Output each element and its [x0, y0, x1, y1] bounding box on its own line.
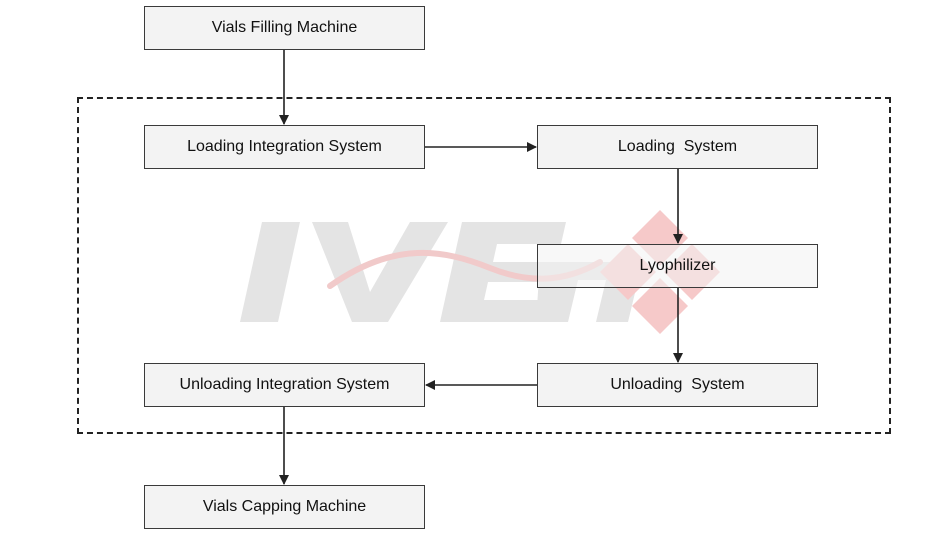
node-loading-system: Loading System	[537, 125, 818, 169]
node-vials-capping-machine: Vials Capping Machine	[144, 485, 425, 529]
node-vials-filling-machine: Vials Filling Machine	[144, 6, 425, 50]
node-unloading-integration-system: Unloading Integration System	[144, 363, 425, 407]
node-loading-integration-system: Loading Integration System	[144, 125, 425, 169]
node-lyophilizer: Lyophilizer	[537, 244, 818, 288]
node-unloading-system: Unloading System	[537, 363, 818, 407]
integration-group-boundary	[77, 97, 891, 434]
